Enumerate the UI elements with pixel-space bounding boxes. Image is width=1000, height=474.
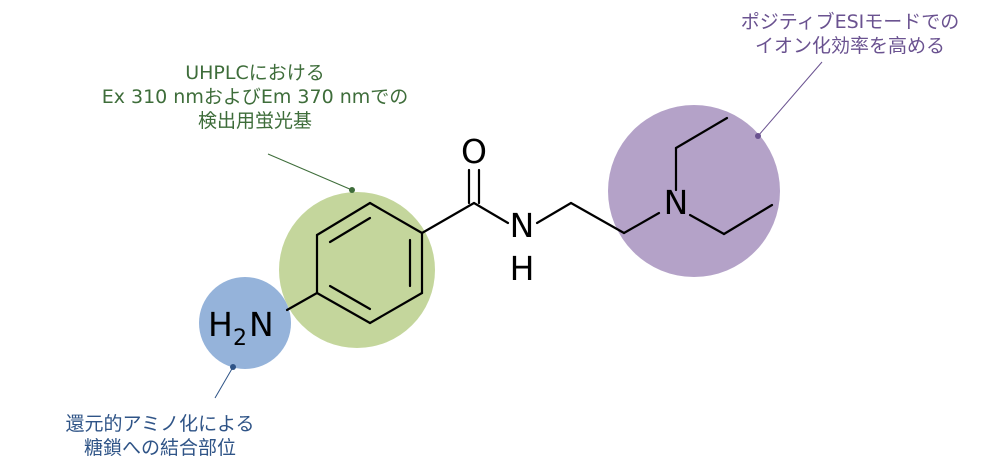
diethylamino-highlight: [608, 105, 780, 277]
oxygen-atom-label: O: [461, 132, 487, 171]
annotation-line: イオン化効率を高める: [754, 35, 945, 57]
nh2-hydrogen-label: H: [208, 305, 233, 344]
leader-line-fluorophore: [267, 153, 353, 191]
annotation-line: ポジティブESIモードでの: [740, 11, 960, 33]
leader-dot-fluorophore: [349, 187, 355, 193]
leader-line-glycan: [214, 366, 234, 399]
annotation-line: 糖鎖への結合部位: [83, 437, 236, 459]
molecule-bonds: [285, 116, 774, 325]
leader-dot-glycan: [230, 364, 236, 370]
leader-dot-ionization: [755, 133, 761, 139]
amine-nitrogen-label: N: [664, 183, 689, 222]
annotation-line: 還元的アミノ化による: [65, 413, 255, 435]
nh2-nitrogen-label: N: [249, 305, 274, 344]
ionization-annotation: ポジティブESIモードでの イオン化効率を高める: [700, 10, 1000, 58]
annotation-line: 検出用蛍光基: [197, 110, 312, 132]
amine-highlight: [199, 277, 291, 369]
annotation-line: Ex 310 nmおよびEm 370 nmでの: [101, 86, 409, 108]
nh2-subscript-label: 2: [233, 326, 247, 351]
fluorophore-annotation: UHPLCにおける Ex 310 nmおよびEm 370 nmでの 検出用蛍光基: [40, 61, 470, 133]
amide-hydrogen-label: H: [510, 249, 535, 288]
annotation-line: UHPLCにおける: [185, 62, 325, 84]
leader-line-ionization: [757, 61, 823, 137]
glycan-annotation: 還元的アミノ化による 糖鎖への結合部位: [30, 412, 290, 460]
amide-nitrogen-label: N: [510, 206, 535, 245]
fluorophore-highlight: [279, 192, 435, 348]
